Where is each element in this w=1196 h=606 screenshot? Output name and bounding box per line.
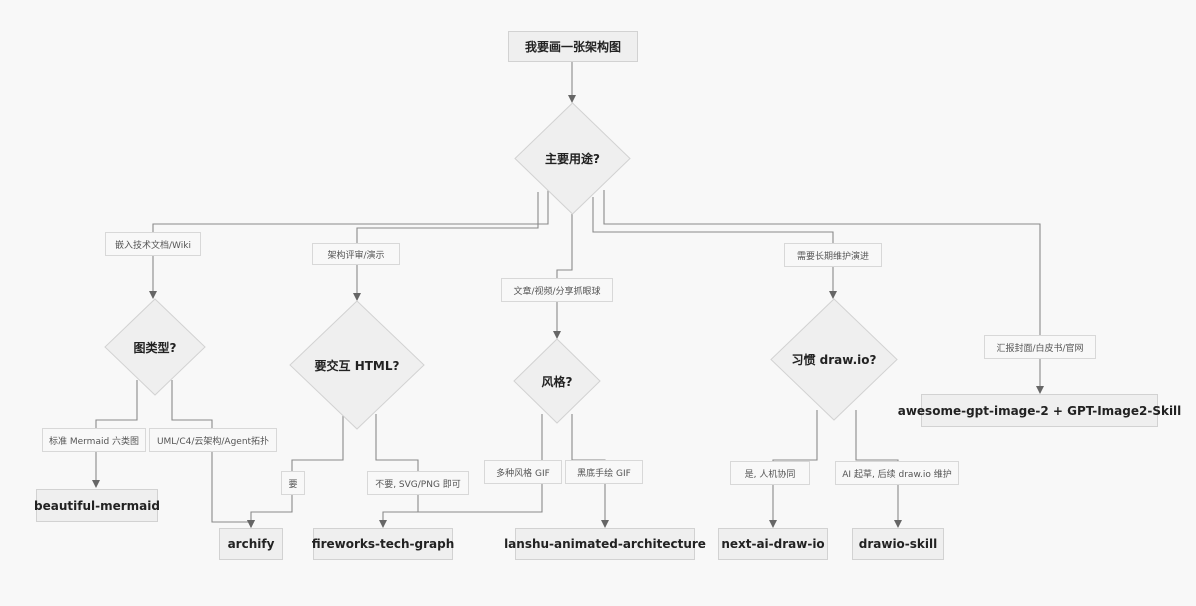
interactive-html-decision: 要交互 HTML? <box>289 300 425 430</box>
edge-label-ai-draft: AI 起草, 后续 draw.io 维护 <box>835 461 959 485</box>
start-node: 我要画一张架构图 <box>508 31 638 62</box>
beautiful-mermaid-node: beautiful-mermaid <box>34 489 160 522</box>
edge-label-multi-style: 多种风格 GIF <box>484 460 562 484</box>
edge-label-yes-interactive: 要 <box>281 471 305 495</box>
diagram-type-decision: 图类型? <box>104 298 206 396</box>
interactive-html-decision-label: 要交互 HTML? <box>314 358 400 373</box>
edge-label-uml-c4: UML/C4/云架构/Agent拓扑 <box>149 428 277 452</box>
purpose-decision: 主要用途? <box>514 102 631 215</box>
edge-purpose-to-embed <box>149 188 549 299</box>
gpt-image-node: awesome-gpt-image-2 + GPT-Image2-Skill <box>898 394 1181 427</box>
archify-node: archify <box>219 528 283 560</box>
edge-label-no-interactive: 不要, SVG/PNG 即可 <box>367 471 469 495</box>
edge-type-to-mermaid <box>92 380 138 488</box>
edge-type-to-archify <box>171 380 255 528</box>
drawio-skill-node: drawio-skill <box>852 528 944 560</box>
edge-drawio-to-skill <box>855 410 902 528</box>
drawio-habit-decision: 习惯 draw.io? <box>770 298 898 421</box>
edge-label-long-term: 需要长期维护演进 <box>784 243 882 267</box>
edge-label-article: 文章/视频/分享抓眼球 <box>501 278 613 302</box>
edge-purpose-to-article <box>553 214 573 339</box>
edge-label-review: 架构评审/演示 <box>312 243 400 265</box>
style-decision-label: 风格? <box>541 374 573 389</box>
edge-label-standard-mermaid: 标准 Mermaid 六类图 <box>42 428 146 452</box>
next-ai-draw-io-node: next-ai-draw-io <box>718 528 828 560</box>
edge-label-cover: 汇报封面/白皮书/官网 <box>984 335 1096 359</box>
style-decision: 风格? <box>513 338 601 424</box>
edge-purpose-to-cover <box>603 190 1044 394</box>
lanshu-animated-architecture-node: lanshu-animated-architecture <box>504 528 706 560</box>
purpose-decision-label: 主要用途? <box>545 152 600 166</box>
diagram-type-decision-label: 图类型? <box>133 340 177 355</box>
drawio-habit-decision-label: 习惯 draw.io? <box>791 353 877 367</box>
edge-label-black-hand: 黑底手绘 GIF <box>565 460 643 484</box>
fireworks-tech-graph-node: fireworks-tech-graph <box>312 528 454 560</box>
edge-label-embed-docs: 嵌入技术文档/Wiki <box>105 232 201 256</box>
edge-style-to-fireworks <box>418 414 543 513</box>
edge-label-yes-collab: 是, 人机协同 <box>730 461 810 485</box>
edge-drawio-to-next-ai <box>769 410 818 528</box>
